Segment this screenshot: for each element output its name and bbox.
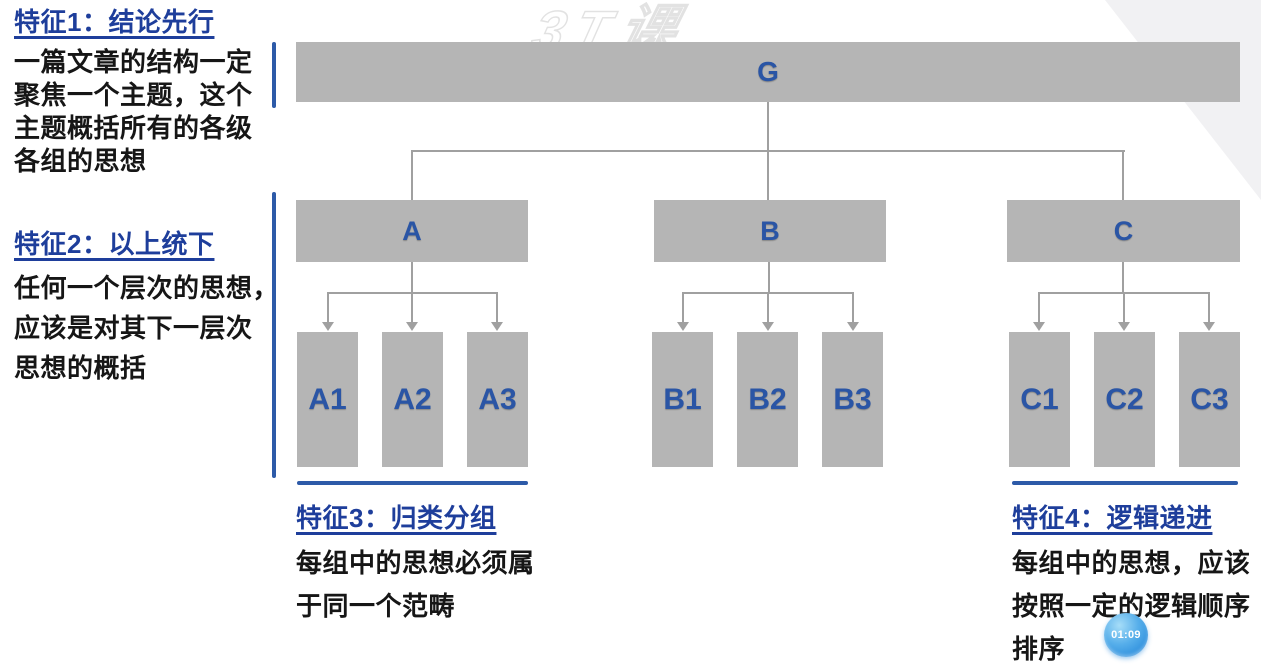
connector-g-stem <box>767 102 769 150</box>
arrow-down-icon <box>1033 322 1045 331</box>
feature-2-body: 任何一个层次的思想， 应该是对其下一层次 思想的概括 <box>14 268 286 388</box>
feature-2-title: 特征2：以上统下 <box>14 229 215 259</box>
connector-drop-c <box>1122 150 1124 200</box>
node-b: B <box>654 200 886 262</box>
connector-c1-stub <box>1038 293 1040 322</box>
feature-3-title: 特征3：归类分组 <box>296 503 497 533</box>
node-c3-label: C3 <box>1190 382 1229 416</box>
node-b1: B1 <box>652 332 713 467</box>
node-b1-label: B1 <box>663 382 702 416</box>
group-underline-right <box>1012 481 1238 485</box>
feature-2-block: 特征2：以上统下 任何一个层次的思想， 应该是对其下一层次 思想的概括 <box>14 228 286 388</box>
connector-b3-stub <box>852 293 854 322</box>
arrow-down-icon <box>322 322 334 331</box>
connector-c2-stub <box>1123 293 1125 322</box>
arrow-down-icon <box>677 322 689 331</box>
connector-c-stem <box>1122 262 1124 293</box>
feature-4-line: 排序 <box>1012 634 1066 664</box>
feature-3-body: 每组中的思想必须属 于同一个范畴 <box>296 542 552 628</box>
feature-4-block: 特征4：逻辑递进 每组中的思想，应该 按照一定的逻辑顺序 排序 <box>1012 502 1261 667</box>
node-c: C <box>1007 200 1240 262</box>
node-c1: C1 <box>1009 332 1070 467</box>
node-a2: A2 <box>382 332 443 467</box>
connector-a2-stub <box>411 293 413 322</box>
node-c2: C2 <box>1094 332 1155 467</box>
feature-1-line: 一篇文章的结构一定 <box>14 47 253 77</box>
connector-a-stem <box>411 262 413 293</box>
feature-3-line: 每组中的思想必须属 <box>296 548 535 578</box>
arrow-down-icon <box>406 322 418 331</box>
node-a-label: A <box>402 215 422 246</box>
time-badge[interactable]: 01:09 <box>1104 613 1148 657</box>
connector-drop-a <box>411 150 413 200</box>
node-b2: B2 <box>737 332 798 467</box>
node-g-label: G <box>757 56 779 87</box>
feature-2-line: 思想的概括 <box>14 353 147 383</box>
feature-1-line: 各组的思想 <box>14 146 147 176</box>
node-a2-label: A2 <box>393 382 432 416</box>
feature-2-line: 任何一个层次的思想， <box>14 273 280 303</box>
feature-1-line: 主题概括所有的各级 <box>14 113 253 143</box>
feature-4-line: 每组中的思想，应该 <box>1012 548 1251 578</box>
feature-3-block: 特征3：归类分组 每组中的思想必须属 于同一个范畴 <box>296 502 552 628</box>
arrow-down-icon <box>1118 322 1130 331</box>
connector-b2-stub <box>767 293 769 322</box>
node-b2-label: B2 <box>748 382 787 416</box>
connector-a3-stub <box>496 293 498 322</box>
feature-1-title: 特征1：结论先行 <box>14 7 215 37</box>
feature-1-body: 一篇文章的结构一定 聚焦一个主题，这个 主题概括所有的各级 各组的思想 <box>14 46 276 178</box>
node-c-label: C <box>1113 215 1134 246</box>
feature-1-line: 聚焦一个主题，这个 <box>14 80 253 110</box>
node-c2-label: C2 <box>1105 382 1144 416</box>
time-badge-label: 01:09 <box>1111 629 1141 641</box>
node-a: A <box>296 200 528 262</box>
arrow-down-icon <box>491 322 503 331</box>
connector-drop-b <box>767 150 769 200</box>
feature-2-line: 应该是对其下一层次 <box>14 313 253 343</box>
feature-4-body: 每组中的思想，应该 按照一定的逻辑顺序 排序 <box>1012 542 1261 667</box>
feature-1-block: 特征1：结论先行 一篇文章的结构一定 聚焦一个主题，这个 主题概括所有的各级 各… <box>14 6 276 178</box>
arrow-down-icon <box>762 322 774 331</box>
node-a3: A3 <box>467 332 528 467</box>
feature-4-title: 特征4：逻辑递进 <box>1012 503 1213 533</box>
connector-b-stem <box>768 262 770 293</box>
arrow-down-icon <box>1203 322 1215 331</box>
connector-b1-stub <box>682 293 684 322</box>
connector-a1-stub <box>327 293 329 322</box>
node-c3: C3 <box>1179 332 1240 467</box>
node-b3: B3 <box>822 332 883 467</box>
node-a3-label: A3 <box>478 382 517 416</box>
node-a1: A1 <box>297 332 358 467</box>
node-c1-label: C1 <box>1020 382 1059 416</box>
accent-bar-middle <box>272 192 276 478</box>
node-a1-label: A1 <box>308 382 347 416</box>
accent-bar-top <box>272 42 276 108</box>
node-g: G <box>296 42 1240 102</box>
connector-c3-stub <box>1208 293 1210 322</box>
node-b-label: B <box>760 215 780 246</box>
arrow-down-icon <box>847 322 859 331</box>
group-underline-left <box>297 481 528 485</box>
node-b3-label: B3 <box>833 382 872 416</box>
feature-3-line: 于同一个范畴 <box>296 591 456 621</box>
